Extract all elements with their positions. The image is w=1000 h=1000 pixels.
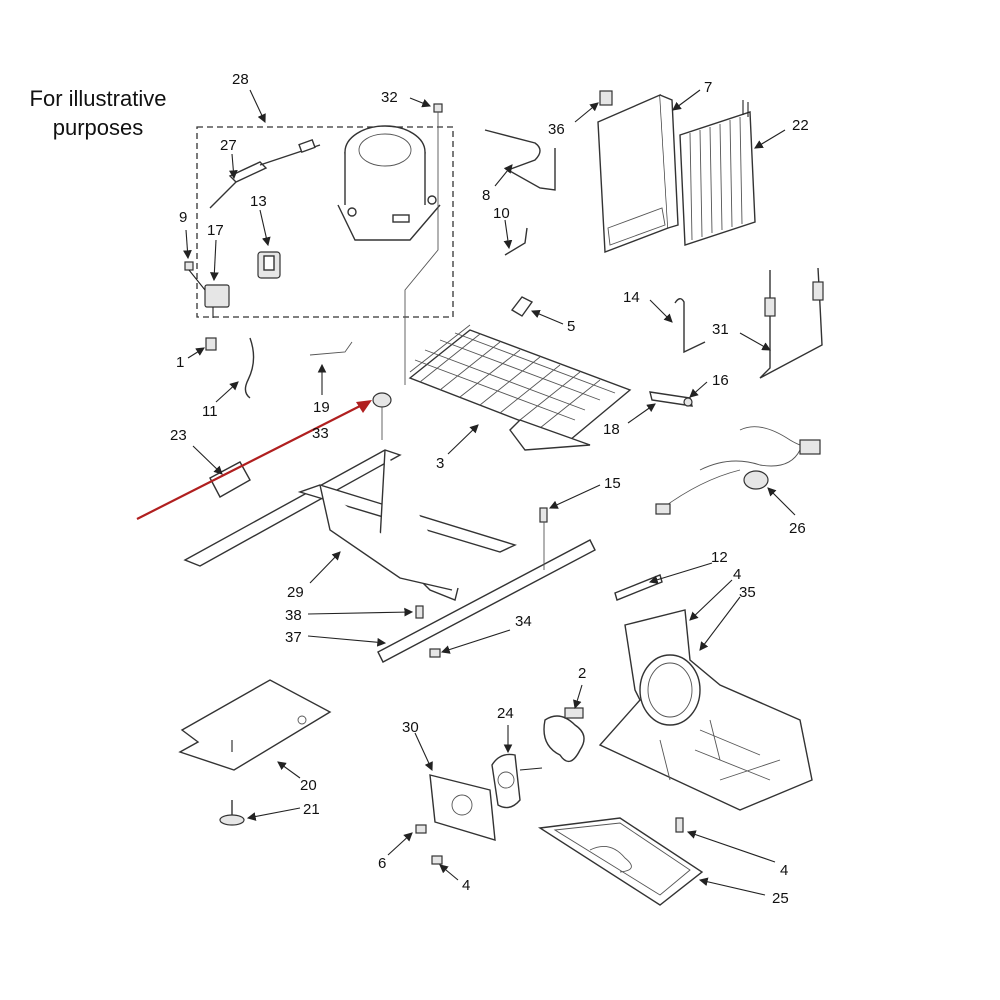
tube-11 bbox=[244, 337, 255, 399]
illustrative-note-line2: purposes bbox=[52, 115, 144, 140]
callout-4c: 4 bbox=[780, 862, 788, 879]
callout-38: 38 bbox=[285, 607, 302, 624]
callout-30: 30 bbox=[402, 719, 419, 736]
bracket-5 bbox=[510, 296, 534, 317]
callout-13: 13 bbox=[250, 193, 267, 210]
callout-21: 21 bbox=[303, 801, 320, 818]
compressor-group-box bbox=[196, 126, 454, 318]
callout-1: 1 bbox=[176, 354, 184, 371]
screw-32 bbox=[433, 103, 443, 113]
overload-protector bbox=[204, 284, 230, 318]
callout-7: 7 bbox=[704, 79, 712, 96]
illustrative-note: For illustrative purposes bbox=[8, 84, 188, 142]
callout-4b: 4 bbox=[462, 877, 470, 894]
callout-3: 3 bbox=[436, 455, 444, 472]
motor-bracket bbox=[429, 774, 496, 841]
tube-14 bbox=[674, 298, 706, 354]
callout-11: 11 bbox=[202, 403, 218, 420]
callout-29: 29 bbox=[287, 584, 304, 601]
callout-32: 32 bbox=[381, 89, 398, 106]
screw-4-pan bbox=[675, 817, 684, 833]
callout-24: 24 bbox=[497, 705, 514, 722]
callout-28: 28 bbox=[232, 71, 249, 88]
callout-14: 14 bbox=[623, 289, 640, 306]
screw-9 bbox=[184, 261, 194, 271]
bracket-18 bbox=[649, 391, 693, 407]
callout-23: 23 bbox=[170, 427, 187, 444]
callout-35: 35 bbox=[739, 584, 756, 601]
bracket-12 bbox=[614, 574, 663, 601]
callout-25: 25 bbox=[772, 890, 789, 907]
callout-33: 33 bbox=[312, 425, 329, 442]
clip-36 bbox=[599, 90, 613, 106]
drain-pan bbox=[537, 817, 704, 906]
compressor bbox=[337, 125, 441, 241]
callout-9: 9 bbox=[179, 209, 187, 226]
callout-10: 10 bbox=[493, 205, 510, 222]
callout-18: 18 bbox=[603, 421, 620, 438]
fan-blade bbox=[543, 707, 585, 763]
evaporator-cover bbox=[597, 93, 679, 253]
grommet bbox=[372, 392, 392, 408]
callout-36: 36 bbox=[548, 121, 565, 138]
callout-15: 15 bbox=[604, 475, 621, 492]
clip-1 bbox=[205, 337, 217, 351]
callout-20: 20 bbox=[300, 777, 317, 794]
callout-22: 22 bbox=[792, 117, 809, 134]
screw-38 bbox=[415, 605, 424, 619]
illustrative-note-line1: For illustrative bbox=[29, 86, 167, 111]
tube-31 bbox=[759, 267, 824, 379]
screw-15 bbox=[539, 507, 548, 523]
callout-16: 16 bbox=[712, 372, 729, 389]
screw-6 bbox=[415, 824, 427, 834]
leveling-foot bbox=[219, 800, 245, 826]
access-cover bbox=[178, 679, 332, 771]
callout-31: 31 bbox=[712, 321, 729, 338]
wire-harness-26 bbox=[655, 426, 821, 515]
callout-4a: 4 bbox=[733, 566, 741, 583]
tube-8 bbox=[484, 129, 556, 191]
callout-2: 2 bbox=[578, 665, 586, 682]
callout-19: 19 bbox=[313, 399, 330, 416]
screw-34 bbox=[429, 648, 441, 658]
callout-5: 5 bbox=[567, 318, 575, 335]
screw-16 bbox=[683, 397, 693, 407]
callout-6: 6 bbox=[378, 855, 386, 872]
start-relay bbox=[257, 251, 281, 279]
callout-34: 34 bbox=[515, 613, 532, 630]
callout-12: 12 bbox=[711, 549, 728, 566]
wire-harness-19 bbox=[309, 341, 353, 356]
fan-motor bbox=[491, 753, 543, 809]
base-frame bbox=[183, 449, 596, 663]
fan-bracket bbox=[598, 609, 813, 811]
leader-lines bbox=[183, 89, 796, 896]
condenser-coil bbox=[408, 324, 632, 451]
callout-17: 17 bbox=[207, 222, 224, 239]
evaporator-coil bbox=[679, 100, 756, 246]
callout-labels: 28 27 13 9 17 1 11 19 33 32 36 7 22 8 10… bbox=[170, 71, 809, 907]
highlight-pointer-arrow bbox=[136, 400, 372, 520]
callout-26: 26 bbox=[789, 520, 806, 537]
callout-8: 8 bbox=[482, 187, 490, 204]
callout-37: 37 bbox=[285, 629, 302, 646]
screw-4-lower bbox=[431, 855, 443, 865]
callout-27: 27 bbox=[220, 137, 237, 154]
